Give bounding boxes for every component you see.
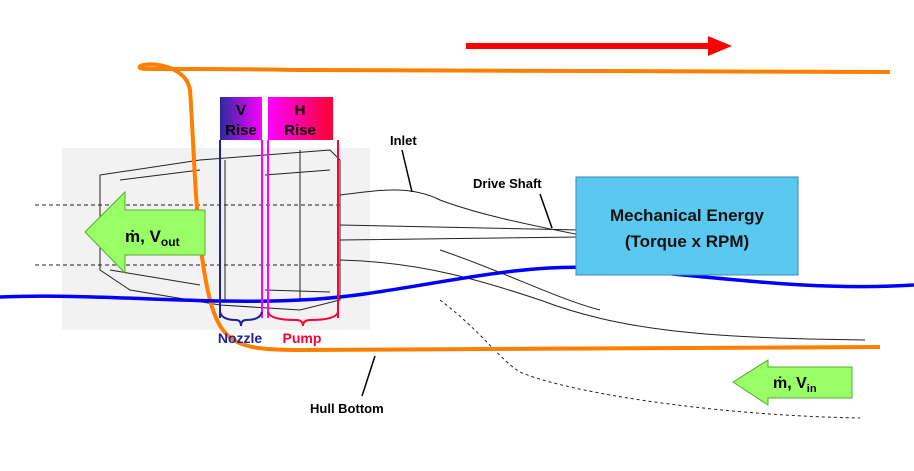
outflow-label: ṁ, Vout — [125, 227, 180, 249]
inlet-label: Inlet — [390, 133, 417, 148]
waterline-curve — [0, 265, 914, 303]
drive-shaft-label: Drive Shaft — [473, 176, 542, 191]
v-rise-label-2: Rise — [225, 122, 257, 139]
h-rise-label-2: Rise — [284, 122, 316, 139]
drive-shaft-pointer — [539, 193, 553, 229]
hull-bottom-pointer — [361, 355, 376, 397]
flow-direction-arrow — [466, 36, 732, 56]
v-rise-label-1: V — [236, 102, 246, 119]
mechanical-energy-label: Mechanical Energy — [610, 206, 765, 225]
inflow-label: ṁ, Vin — [773, 375, 817, 395]
mechanical-energy-box — [575, 176, 799, 276]
inlet-pointer — [401, 149, 413, 193]
torque-rpm-label: (Torque x RPM) — [625, 232, 749, 251]
hull-bottom-label: Hull Bottom — [310, 401, 384, 416]
v-rise-box — [220, 97, 262, 140]
h-rise-label-1: H — [295, 102, 306, 119]
inflow-arrow: ṁ, Vin — [732, 359, 853, 406]
nozzle-label: Nozzle — [218, 330, 263, 346]
control-volume-boundary — [137, 62, 891, 353]
outflow-arrow: ṁ, Vout — [84, 190, 206, 275]
pump-label: Pump — [283, 330, 322, 346]
h-rise-box — [268, 97, 333, 140]
section-brackets — [219, 140, 339, 327]
